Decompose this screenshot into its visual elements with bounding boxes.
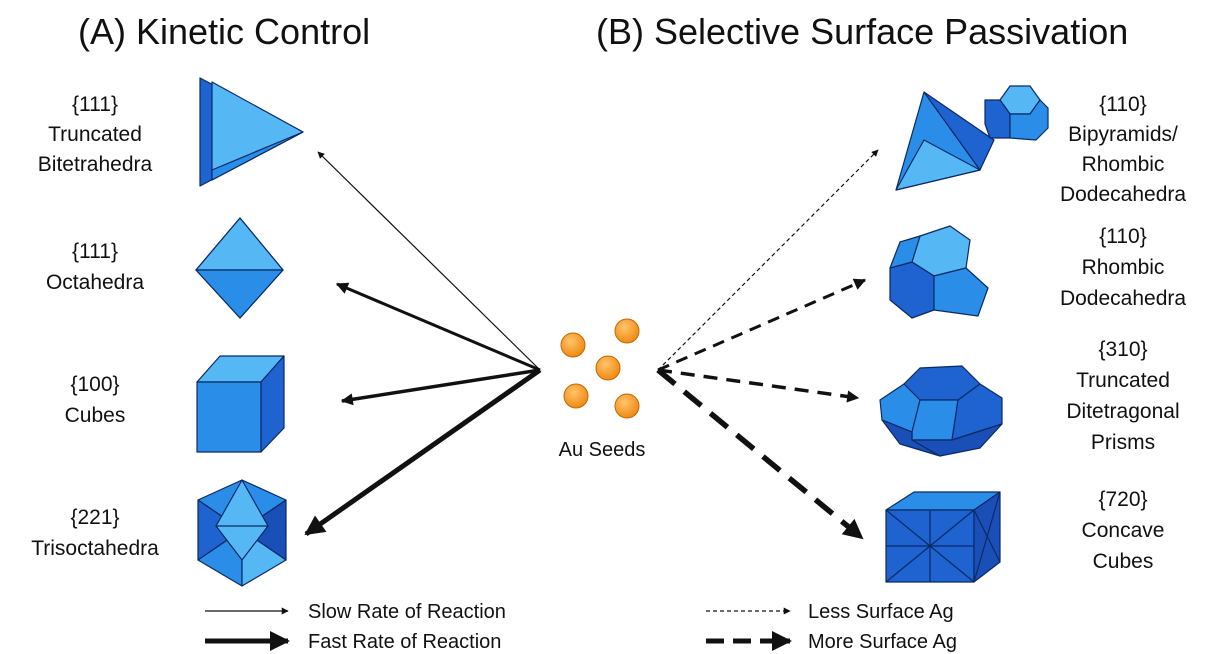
svg-text:Octahedra: Octahedra [46,271,144,294]
au-seed [563,383,589,409]
label-truncated-ditetragonal-prisms: {310} Truncated Ditetragonal Prisms [1066,338,1179,454]
svg-text:{111}: {111} [72,240,118,263]
svg-text:Trisoctahedra: Trisoctahedra [31,537,159,560]
svg-text:Truncated: Truncated [1076,369,1170,392]
au-seed [560,332,586,358]
small-rhombic-dodecahedron-icon [984,85,1049,141]
arrow-to-rhombic-dodecahedra [657,278,867,372]
svg-text:Concave: Concave [1082,519,1165,542]
svg-text:{720}: {720} [1098,488,1147,511]
arrow-to-octahedra [335,282,541,372]
au-seed [614,393,640,419]
legend-less-label: Less Surface Ag [808,601,954,623]
title-kinetic-control: (A) Kinetic Control [78,11,370,52]
svg-text:Rhombic: Rhombic [1082,256,1165,279]
label-trisoctahedra: {221} Trisoctahedra [31,506,159,560]
au-seed [614,318,640,344]
svg-text:Dodecahedra: Dodecahedra [1060,287,1186,310]
label-rhombic-dodecahedra: {110} Rhombic Dodecahedra [1060,225,1186,310]
legend-slow-label: Slow Rate of Reaction [308,601,506,623]
legend-more-label: More Surface Ag [808,631,957,653]
arrow-to-concave-cubes [656,367,864,541]
arrow-to-trisoctahedra [304,367,542,537]
truncated-ditetragonal-prism-icon [879,365,1003,457]
au-seeds-cluster [560,318,640,419]
svg-text:Rhombic: Rhombic [1082,153,1165,176]
truncated-bitetrahedron-icon [199,77,304,187]
au-seeds-label: Au Seeds [559,439,646,461]
label-concave-cubes: {720} Concave Cubes [1082,488,1165,573]
svg-text:Dodecahedra: Dodecahedra [1060,183,1186,206]
svg-text:{110}: {110} [1099,93,1147,116]
svg-text:{310}: {310} [1098,338,1147,361]
svg-text:Bitetrahedra: Bitetrahedra [38,153,153,176]
bipyramid-icon [895,91,995,191]
trisoctahedron-icon [197,479,287,587]
arrow-to-ditetragonal-prisms [657,368,860,403]
legend-fast-label: Fast Rate of Reaction [308,631,501,653]
svg-text:{111}: {111} [72,93,118,116]
svg-text:{221}: {221} [70,506,119,529]
rhombic-dodecahedron-icon [889,225,989,319]
svg-text:{110}: {110} [1099,225,1147,248]
title-selective-surface-passivation: (B) Selective Surface Passivation [596,11,1128,52]
label-bipyramids-rhombic-dodecahedra: {110} Bipyramids/ Rhombic Dodecahedra [1060,93,1186,206]
svg-text:Truncated: Truncated [48,123,142,146]
arrow-to-cubes [340,368,541,406]
arrow-to-bitetrahedra [317,151,541,371]
cube-icon [196,355,285,453]
svg-text:Bipyramids/: Bipyramids/ [1068,123,1178,146]
au-seed [595,355,621,381]
label-cubes: {100} Cubes [65,373,126,427]
svg-text:Ditetragonal: Ditetragonal [1066,400,1179,423]
svg-text:Prisms: Prisms [1091,431,1155,454]
label-truncated-bitetrahedra: {111} Truncated Bitetrahedra [38,93,153,176]
label-octahedra: {111} Octahedra [46,240,144,294]
octahedron-icon [195,217,284,319]
svg-text:Cubes: Cubes [65,404,126,427]
svg-text:Cubes: Cubes [1093,550,1154,573]
concave-cube-icon [885,491,1001,583]
svg-text:{100}: {100} [70,373,119,396]
arrow-to-bipyramids [657,149,879,371]
